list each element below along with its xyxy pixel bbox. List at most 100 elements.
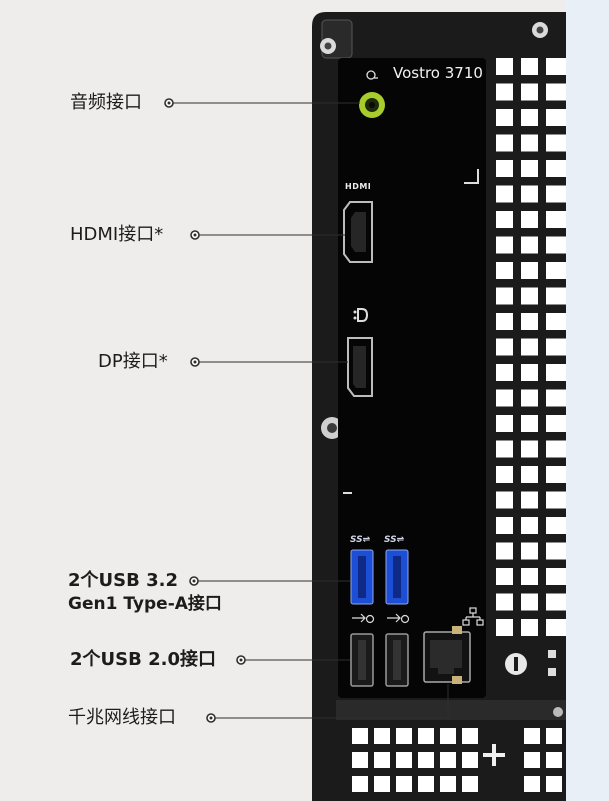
slot-hole: [546, 752, 562, 768]
vent-hole: [496, 109, 513, 126]
label-hdmi-port: HDMI接口*: [70, 224, 164, 245]
vent-hole: [496, 160, 513, 177]
slot-hole: [462, 728, 478, 744]
leader-dots: [164, 98, 246, 723]
slot-hole: [462, 776, 478, 792]
vent-hole: [521, 389, 538, 407]
vent-hole: [496, 568, 513, 585]
label-dp-port: DP接口*: [98, 351, 168, 372]
vent-hole: [546, 211, 566, 228]
vent-hole: [546, 83, 566, 101]
vent-hole: [546, 185, 566, 203]
vent-hole: [496, 415, 513, 432]
vent-hole: [546, 338, 566, 356]
vent-hole: [521, 338, 538, 356]
vent-hole: [496, 593, 513, 611]
vent-hole: [546, 466, 566, 483]
vent-hole: [496, 338, 513, 356]
network-icon: [462, 607, 484, 626]
usb20-port-2: [385, 633, 409, 687]
vent-hole: [546, 109, 566, 126]
label-usb32-line2: Gen1 Type-A接口: [68, 594, 222, 614]
vent-hole: [546, 160, 566, 177]
vent-hole: [521, 491, 538, 509]
vent-hole: [496, 58, 513, 75]
slot-hole: [440, 752, 456, 768]
slot-hole: [440, 776, 456, 792]
label-ethernet-port: 千兆网线接口: [68, 707, 176, 728]
vent-hole: [521, 415, 538, 432]
slot-hole: [440, 728, 456, 744]
vent-hole: [496, 619, 513, 636]
vent-hole: [496, 185, 513, 203]
slot-hole: [418, 728, 434, 744]
vent-hole: [496, 491, 513, 509]
vent-hole: [546, 389, 566, 407]
vent-hole: [521, 466, 538, 483]
vent-hole: [496, 517, 513, 534]
model-label: Vostro 3710: [393, 64, 483, 82]
vent-hole: [496, 466, 513, 483]
ethernet-port: [423, 626, 471, 684]
vent-hole: [521, 313, 538, 330]
vent-hole: [546, 517, 566, 534]
vent-hole: [496, 236, 513, 254]
slot-hole: [396, 752, 412, 768]
vent-hole: [546, 287, 566, 305]
vent-hole: [546, 364, 566, 381]
usb32-port-2: [385, 549, 409, 605]
usb-ss-icon-1: SS⇌: [350, 535, 371, 545]
label-usb20-port: 2个USB 2.0接口: [70, 649, 216, 670]
slot-hole: [524, 752, 540, 768]
usb-ss-icon-2: SS⇌: [384, 535, 405, 545]
slot-hole: [546, 728, 562, 744]
vent-hole: [521, 134, 538, 152]
ventilation-grille: [496, 58, 566, 636]
hdmi-icon: HDMI: [345, 182, 372, 191]
vent-hole: [496, 313, 513, 330]
leader-lines: [172, 102, 449, 719]
vent-hole: [521, 440, 538, 458]
vent-hole: [521, 109, 538, 126]
vent-hole: [521, 58, 538, 75]
vent-hole: [521, 211, 538, 228]
expansion-slot-grille: [352, 728, 562, 792]
vent-hole: [521, 160, 538, 177]
displayport-port: [347, 337, 373, 397]
vent-hole: [546, 491, 566, 509]
usb32-port-1: [350, 549, 374, 605]
usb-power-icon-2: [387, 613, 410, 624]
slot-hole: [524, 728, 540, 744]
vent-hole: [521, 568, 538, 585]
vent-hole: [496, 440, 513, 458]
vent-hole: [546, 58, 566, 75]
slot-hole: [462, 752, 478, 768]
vent-hole: [496, 389, 513, 407]
slot-hole: [418, 752, 434, 768]
bottom-divider: [336, 700, 566, 720]
vent-hole: [496, 542, 513, 560]
vent-hole: [546, 262, 566, 279]
slot-hole: [396, 728, 412, 744]
vent-hole: [496, 364, 513, 381]
io-panel: [338, 58, 486, 698]
vent-hole: [546, 619, 566, 636]
label-audio-port: 音频接口: [70, 92, 142, 113]
vent-hole: [546, 568, 566, 585]
slot-hole: [396, 776, 412, 792]
slot-hole: [546, 776, 562, 792]
vent-hole: [521, 83, 538, 101]
vent-hole: [521, 517, 538, 534]
lock-slot: [505, 653, 527, 675]
vent-hole: [546, 542, 566, 560]
slot-hole: [418, 776, 434, 792]
vent-hole: [546, 134, 566, 152]
slot-hole: [524, 776, 540, 792]
slot-hole: [374, 776, 390, 792]
vent-hole: [496, 262, 513, 279]
vent-hole: [521, 619, 538, 636]
vent-hole: [521, 236, 538, 254]
plus-icon: [483, 744, 505, 766]
vent-hole: [496, 211, 513, 228]
